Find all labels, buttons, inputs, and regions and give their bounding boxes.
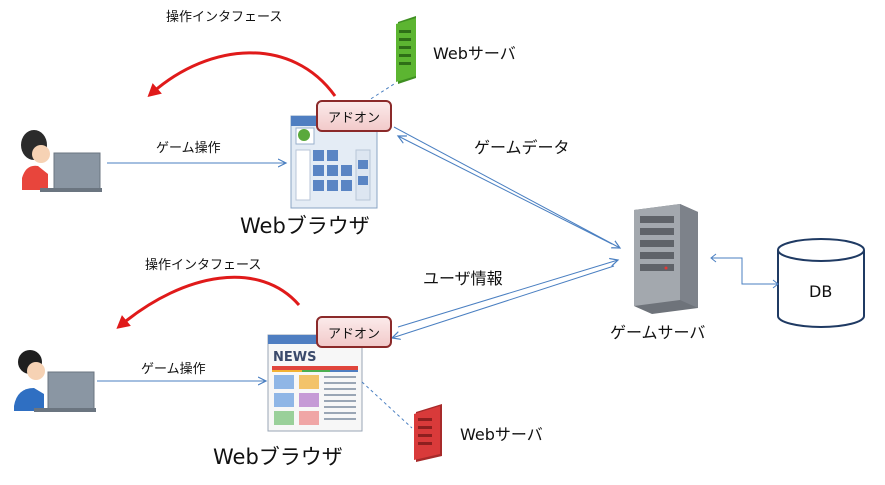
game-server-icon [634,204,698,314]
ui-op-arrow-top [147,51,337,97]
woman-laptop-icon [21,130,102,192]
ui-op-label-top: 操作インタフェース [166,10,283,25]
game-data-label: ゲームデータ [474,138,570,157]
connectors [97,83,779,429]
web-server-label-top: Webサーバ [433,44,516,63]
ui-op-label-bottom: 操作インタフェース [145,258,262,273]
game-data-arrow-in [398,136,613,245]
db-connector [712,257,778,285]
game-data-arrow-out [393,126,620,248]
database-icon [777,238,865,328]
game-server-label: ゲームサーバ [610,323,706,342]
browser-label-top: Webブラウザ [240,214,370,238]
user-info-label: ユーザ情報 [423,269,503,288]
green-server-icon [396,16,416,84]
news-text: NEWS [273,350,316,365]
man-laptop-icon [14,350,96,412]
red-server-icon [414,404,442,462]
addon-box-top: アドオン [316,100,392,132]
addon-box-bottom: アドオン [316,316,392,348]
news-browser-icon: NEWS [267,334,363,432]
user-info-arrow-in [392,265,615,338]
db-label: DB [809,282,833,301]
dashed-link-red-server [361,381,413,429]
game-op-label-bottom: ゲーム操作 [141,362,206,377]
user-info-arrow-out [397,260,618,328]
addon-label-bottom: アドオン [327,326,380,342]
web-server-label-bottom: Webサーバ [460,425,543,444]
addon-label-top: アドオン [327,110,380,126]
ui-op-arrow-bottom [116,275,301,329]
browser-label-bottom: Webブラウザ [213,445,343,469]
game-op-label-top: ゲーム操作 [156,141,221,156]
